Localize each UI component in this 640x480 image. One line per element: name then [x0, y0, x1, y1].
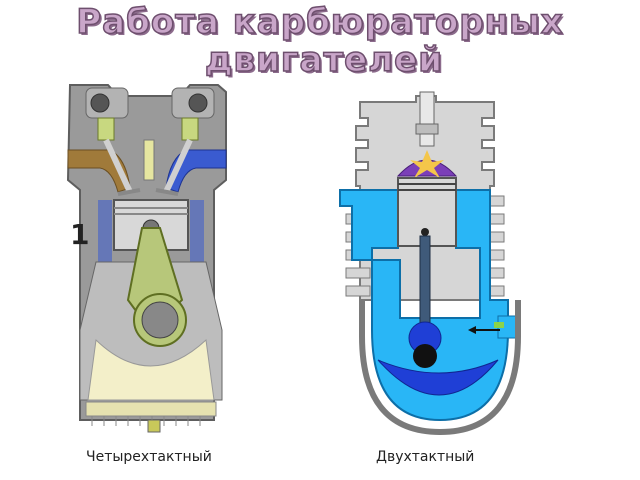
- intake-valve: [97, 117, 141, 196]
- base-fins: [85, 401, 217, 426]
- piston-pin: [421, 228, 429, 236]
- page-title-line1: Работа карбюраторных: [76, 1, 564, 43]
- spark-flash-icon: [410, 150, 444, 178]
- crank-journal: [413, 344, 437, 368]
- camshaft-right: [188, 93, 208, 113]
- exhaust-valve: [155, 117, 199, 196]
- drain-plug: [147, 419, 161, 433]
- crank-journal: [141, 301, 179, 339]
- caption-two-stroke: Двухтактный: [376, 449, 475, 465]
- spark-plug: [419, 91, 435, 147]
- camshaft-left: [90, 93, 110, 113]
- spark-plug: [143, 139, 155, 181]
- figure-marker: 1: [70, 218, 90, 251]
- page-title-line2: двигателей: [204, 39, 444, 81]
- crank-counterweight: [377, 359, 499, 396]
- oil-sump: [87, 338, 215, 401]
- caption-four-stroke: Четырехтактный: [86, 449, 212, 465]
- crankcase-shell: [359, 300, 521, 436]
- connecting-rod: [419, 235, 431, 327]
